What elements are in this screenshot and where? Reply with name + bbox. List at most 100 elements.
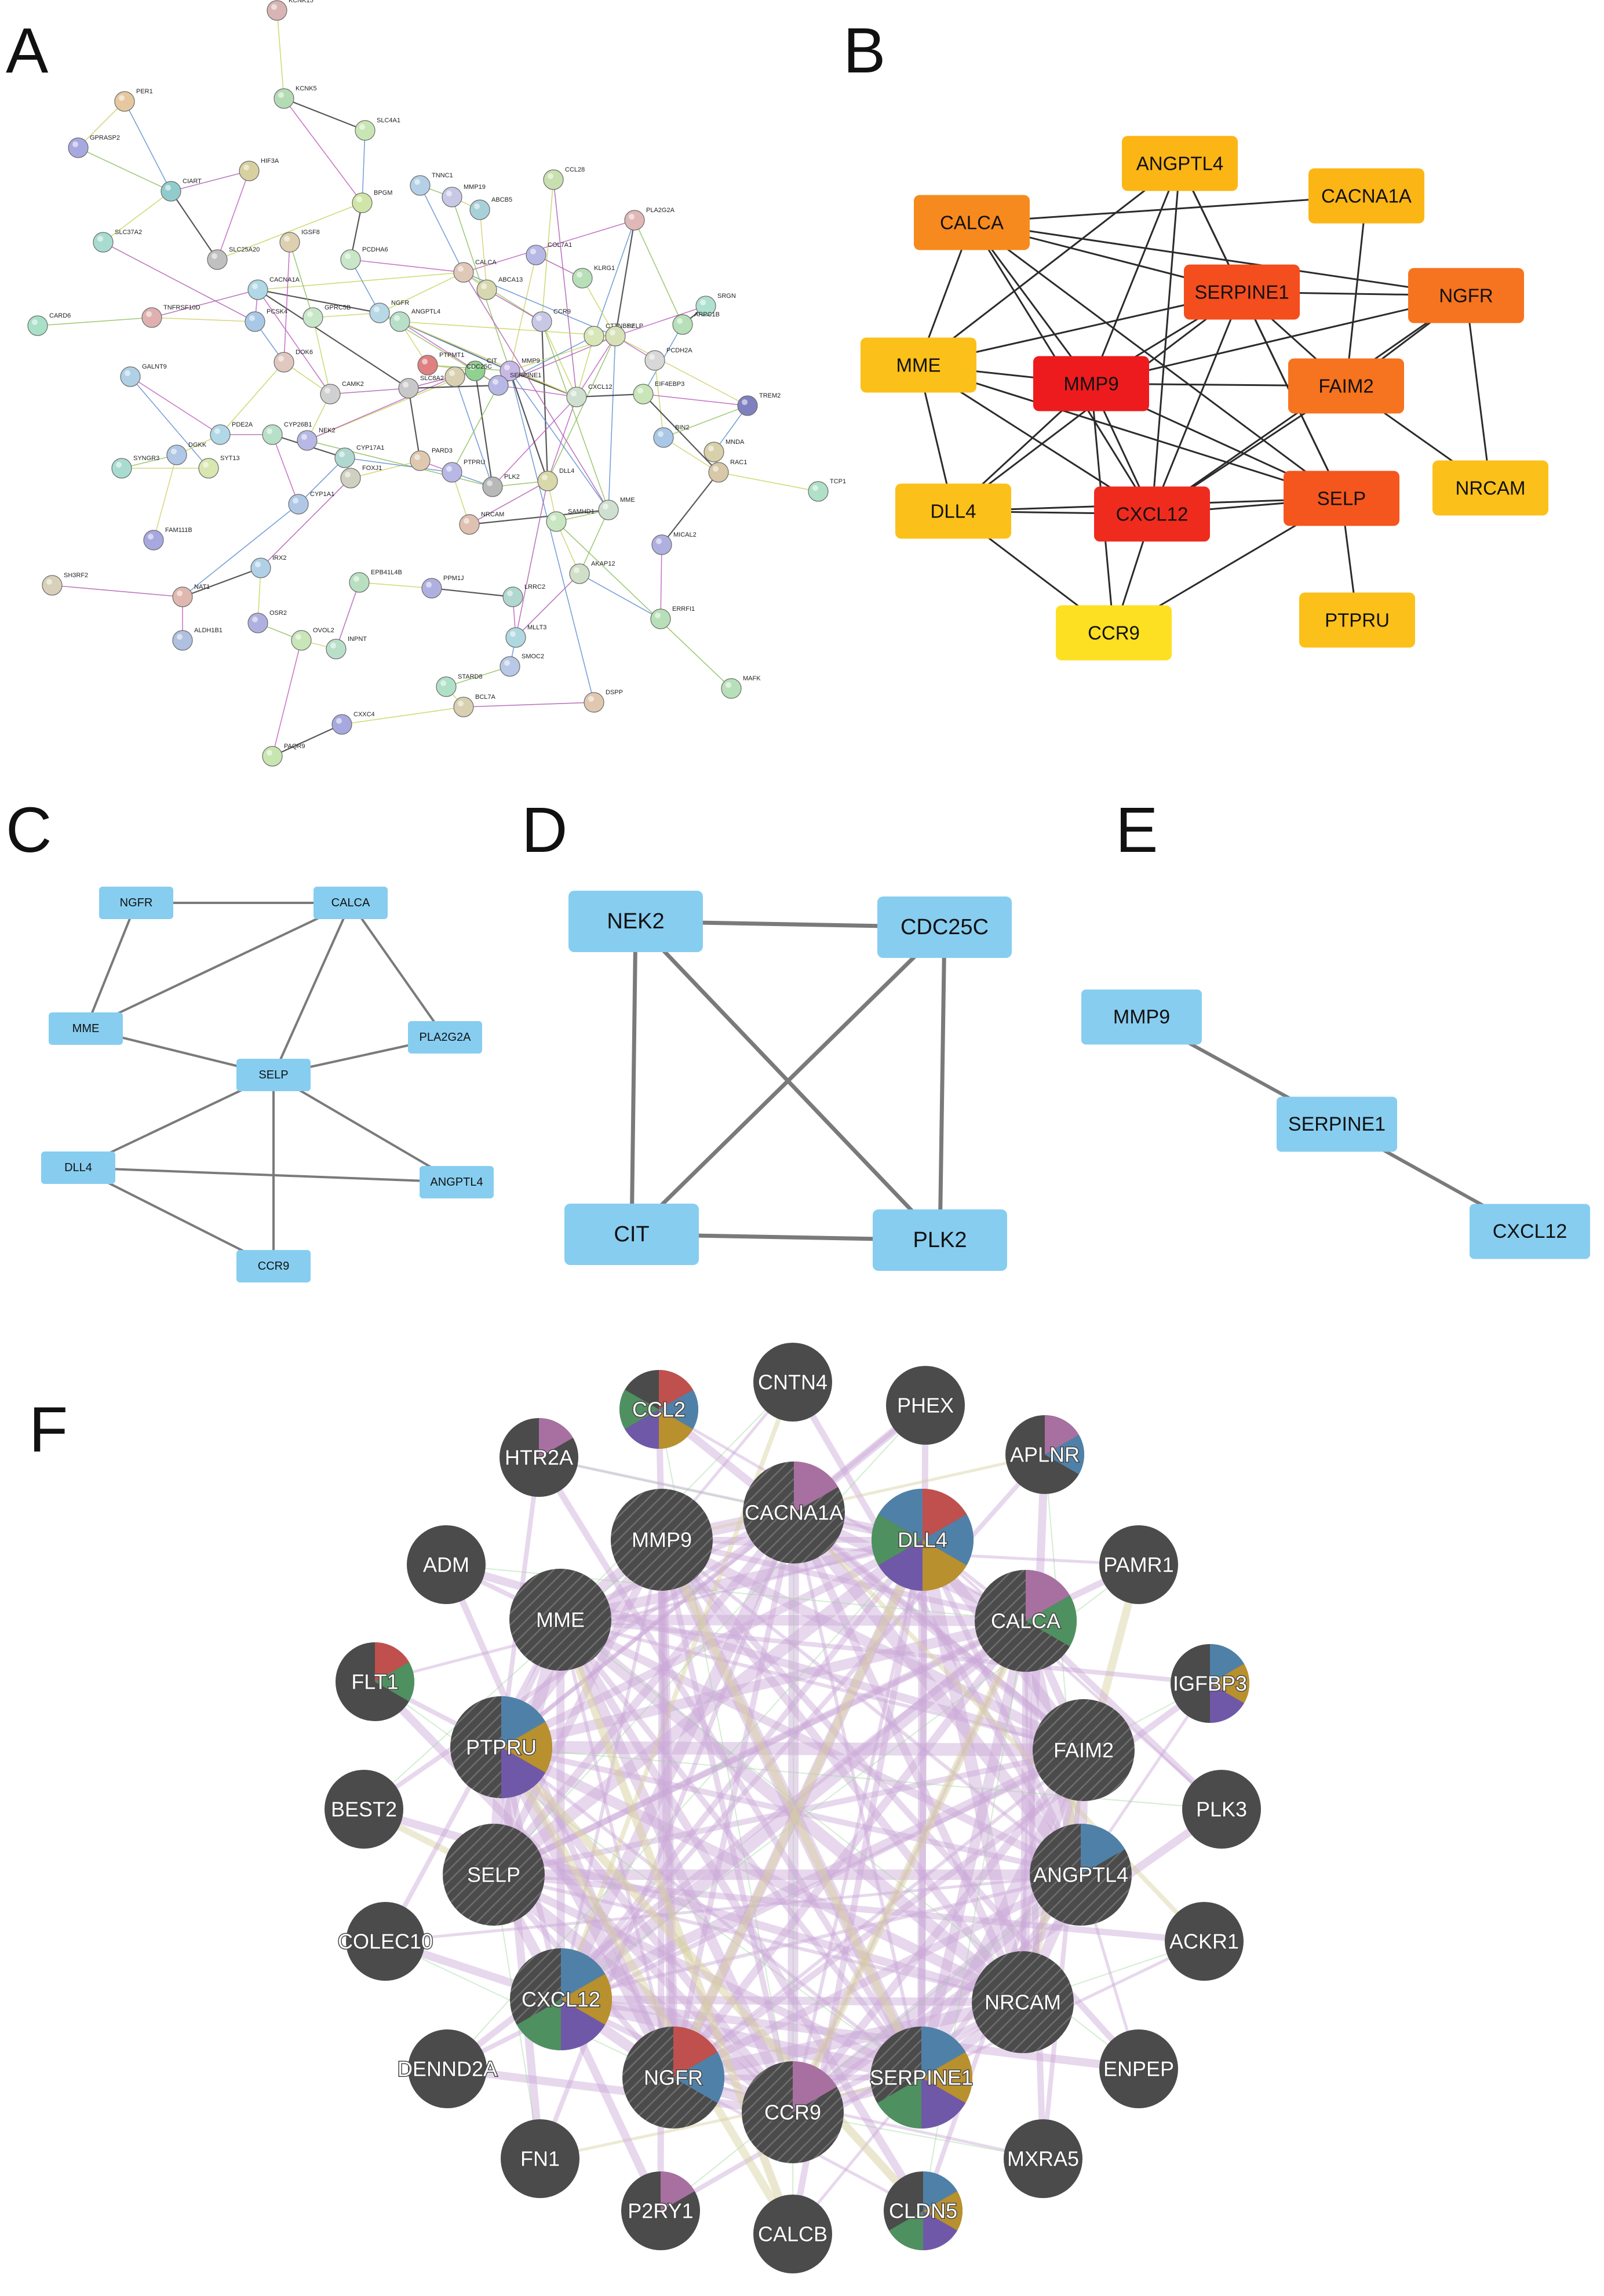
panel-a-node-highlight bbox=[493, 379, 498, 385]
panel-a-node-circle bbox=[410, 450, 431, 471]
panel-a-edge bbox=[474, 370, 494, 487]
panel-e-node-label: CXCL12 bbox=[1493, 1220, 1567, 1242]
panel-a-node-label: SLC37A2 bbox=[115, 229, 142, 236]
panel-a-node-ovol2: OVOL2 bbox=[291, 627, 334, 651]
panel-a-node-ppm1j: PPM1J bbox=[421, 575, 464, 599]
panel-a-node-label: KCNK5 bbox=[296, 85, 317, 92]
panel-b-node-ngfr: NGFR bbox=[1408, 268, 1524, 323]
panel-a-edge bbox=[579, 509, 609, 574]
panel-a-node-label: MICAL2 bbox=[673, 531, 697, 538]
panel-letter-c: C bbox=[6, 795, 52, 866]
panel-f-edge bbox=[661, 1537, 1027, 1624]
panel-a-node-highlight bbox=[530, 249, 536, 254]
panel-f-node-igfbp3: IGFBP3 bbox=[1171, 1644, 1249, 1723]
panel-a-node-highlight bbox=[713, 466, 719, 472]
panel-a-node-cyp26b1: CYP26B1 bbox=[262, 421, 312, 445]
panel-a-node-lrrc2: LRRC2 bbox=[502, 584, 545, 607]
panel-f-node-slice bbox=[501, 1747, 546, 1798]
panel-a-node-pcsk4: PCSK4 bbox=[245, 308, 287, 332]
panel-a-node-label: CYP1A1 bbox=[310, 491, 334, 498]
panel-a-node-label: BPGM bbox=[374, 189, 392, 196]
panel-a-node-highlight bbox=[212, 253, 217, 259]
panel-f-node-slice bbox=[921, 2027, 966, 2078]
panel-a-edge bbox=[660, 544, 662, 619]
panel-a-node-kcnk5: KCNK5 bbox=[274, 85, 317, 109]
panel-a-node-highlight bbox=[252, 617, 258, 622]
panel-a-node-label: MMP9 bbox=[522, 358, 540, 365]
panel-a-node-highlight bbox=[481, 283, 487, 289]
panel-a-node-label: TREM2 bbox=[759, 392, 781, 399]
panel-a-node-highlight bbox=[119, 95, 125, 101]
panel-a-node-highlight bbox=[72, 141, 78, 147]
panel-a-edge bbox=[283, 242, 290, 363]
panel-a-edge bbox=[541, 179, 554, 322]
panel-a-node-label: PER1 bbox=[136, 88, 153, 95]
panel-a-node-calca: CALCA bbox=[453, 259, 497, 283]
panel-f-edge bbox=[659, 1539, 796, 2113]
panel-c-node-selp: SELP bbox=[236, 1059, 311, 1091]
panel-a-node-highlight bbox=[403, 382, 409, 388]
panel-a-node-highlight bbox=[278, 92, 284, 98]
panel-f-node-ngfr: NGFR bbox=[622, 2027, 724, 2129]
panel-a-edge bbox=[463, 220, 635, 273]
panel-b-node-label: NRCAM bbox=[1456, 478, 1526, 499]
panel-a-node-paqr9: PAQR9 bbox=[262, 743, 305, 767]
panel-a-node-highlight bbox=[742, 399, 748, 405]
panel-f-edge bbox=[916, 1538, 1029, 2004]
panel-c-node-box bbox=[99, 887, 173, 919]
panel-f-node-slice bbox=[921, 2052, 972, 2103]
panel-a-node-highlight bbox=[171, 449, 177, 454]
panel-f-node-slice bbox=[1045, 1435, 1085, 1474]
panel-a-node-circle bbox=[569, 563, 590, 584]
panel-c-node-label: SELP bbox=[258, 1069, 288, 1081]
panel-f-edge bbox=[559, 1619, 675, 2078]
panel-a-node-label: ARPC1B bbox=[694, 311, 720, 318]
panel-f-edge bbox=[672, 1748, 1085, 2079]
panel-f-node-slice bbox=[923, 2211, 957, 2250]
panel-a-node-ccl28: CCL28 bbox=[543, 166, 585, 190]
panel-a-node-highlight bbox=[345, 472, 351, 478]
panel-a-node-cttnbp2: CTTNBP2 bbox=[584, 323, 635, 347]
panel-a-node-label: NAT1 bbox=[194, 584, 210, 591]
panel-f-node-slice bbox=[561, 1948, 606, 1999]
panel-a-node-circle bbox=[488, 375, 509, 396]
panel-a-node-circle bbox=[421, 578, 442, 599]
panel-f-node-enpep: ENPEP bbox=[1099, 2029, 1178, 2108]
panel-a-node-highlight bbox=[812, 485, 818, 491]
panel-b-edge bbox=[1090, 163, 1181, 384]
panel-a-edge bbox=[654, 360, 664, 438]
panel-a-node-circle bbox=[210, 424, 231, 445]
panel-d-node-nek2: NEK2 bbox=[568, 891, 703, 952]
panel-a-node-label: CAMK2 bbox=[342, 381, 364, 388]
panel-f-edge bbox=[560, 1995, 1023, 2006]
panel-a-node-label: DGKK bbox=[188, 442, 207, 449]
panel-a-node-highlight bbox=[165, 185, 171, 191]
panel-a-node-circle bbox=[141, 307, 162, 328]
panel-a-node-syt13: SYT13 bbox=[198, 455, 240, 479]
panel-a-node-circle bbox=[42, 575, 63, 596]
panel-f-node-circle bbox=[972, 1951, 1074, 2053]
panel-a-node-highlight bbox=[458, 266, 464, 272]
panel-c-edge bbox=[85, 902, 351, 1030]
panel-f-node-label: CXCL12 bbox=[522, 1988, 600, 2011]
panel-a-edge bbox=[407, 388, 421, 461]
panel-a-node-label: PLA2G2A bbox=[646, 207, 675, 214]
panel-a-node-highlight bbox=[330, 643, 336, 648]
panel-a-node-slc37a2: SLC37A2 bbox=[93, 229, 142, 253]
panel-b-node-box bbox=[1308, 168, 1424, 224]
panel-a-node-label: BCL7A bbox=[475, 694, 496, 701]
panel-a-edge bbox=[330, 388, 409, 395]
panel-a-node-label: CIART bbox=[183, 178, 202, 185]
panel-b-node-serpine1: SERPINE1 bbox=[1184, 264, 1300, 320]
panel-c-edge bbox=[85, 902, 137, 1029]
panel-a-node-label: GALNT9 bbox=[142, 363, 167, 370]
panel-a-edge bbox=[614, 220, 636, 337]
panel-a-node-highlight bbox=[571, 391, 577, 396]
panel-f-edge bbox=[658, 1537, 925, 2080]
panel-a-node-highlight bbox=[394, 315, 400, 321]
panel-a-node-highlight bbox=[267, 750, 272, 756]
panel-f-edge bbox=[447, 2065, 793, 2116]
panel-a-node-highlight bbox=[426, 582, 432, 588]
